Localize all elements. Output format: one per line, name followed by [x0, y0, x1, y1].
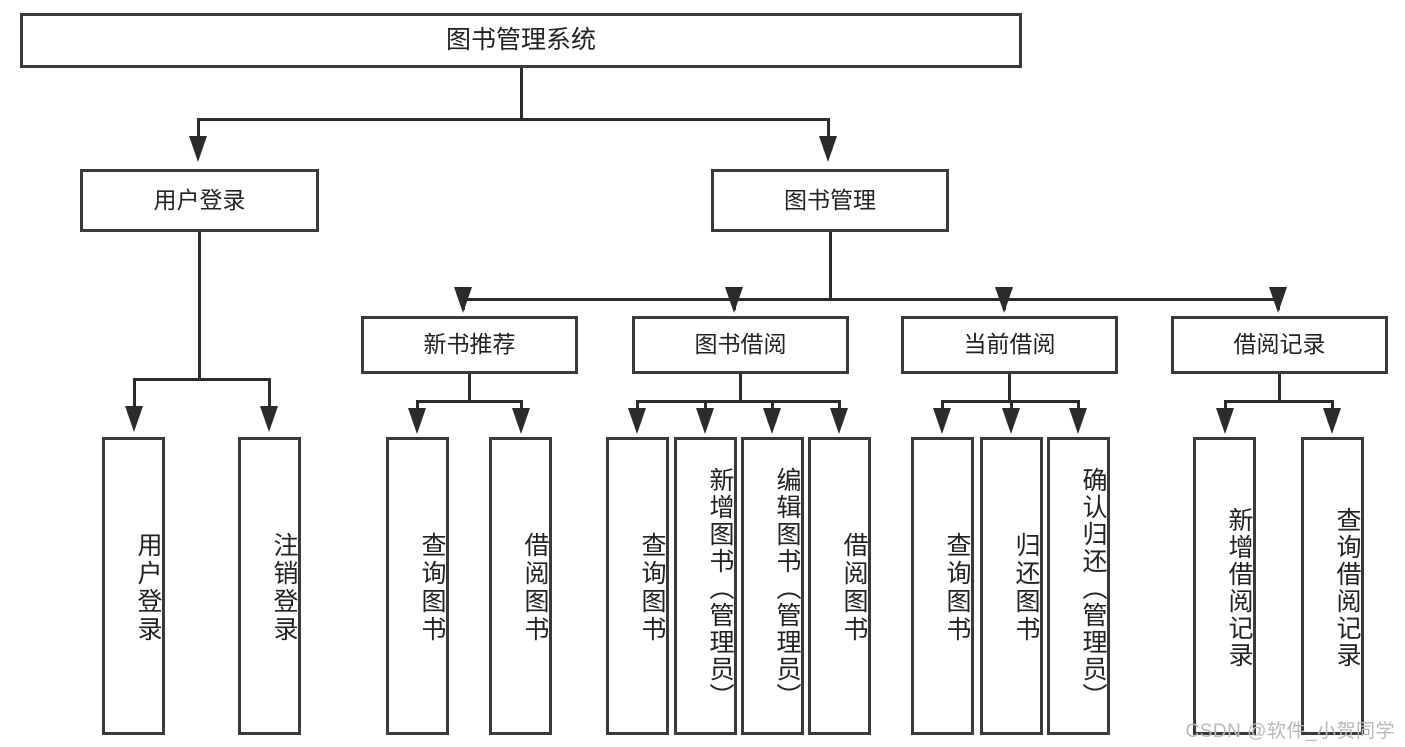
leaf-edit-book-admin[interactable]: 编辑图书（管理员） — [741, 437, 804, 735]
leaf-label: 用户登录 — [134, 532, 162, 644]
node-label: 图书借阅 — [694, 331, 787, 358]
connector-current-borrow-drop-3 — [1077, 400, 1080, 410]
leaf-label: 查询图书 — [638, 532, 666, 644]
node-current-borrow[interactable]: 当前借阅 — [901, 316, 1118, 374]
connector-user-login-drop-2 — [268, 378, 271, 406]
connector-book-manage-bus — [462, 298, 1280, 301]
leaf-add-borrow-record[interactable]: 新增借阅记录 — [1193, 437, 1256, 735]
leaf-confirm-return-admin[interactable]: 确认归还（管理员） — [1047, 437, 1110, 735]
leaf-add-book-admin[interactable]: 新增图书（管理员） — [674, 437, 737, 735]
arrowhead-current-borrow-leaf-1 — [933, 408, 951, 434]
leaf-label: 借阅图书 — [521, 532, 549, 644]
connector-root-bus — [197, 118, 830, 121]
node-book-borrow[interactable]: 图书借阅 — [632, 316, 849, 374]
connector-root-stem — [520, 68, 523, 120]
node-label: 图书管理系统 — [445, 25, 596, 54]
connector-borrow-record-stem — [1278, 374, 1281, 402]
leaf-query-book-recommend[interactable]: 查询图书 — [386, 437, 449, 735]
connector-book-borrow-drop-3 — [771, 400, 774, 410]
arrowhead-to-book-borrow — [725, 287, 743, 313]
connector-book-manage-stem — [829, 232, 832, 300]
arrowhead-borrow-record-leaf-2 — [1323, 408, 1341, 434]
node-label: 用户登录 — [153, 186, 246, 213]
leaf-label: 查询借阅记录 — [1333, 507, 1361, 669]
leaf-user-login[interactable]: 用户登录 — [102, 437, 165, 735]
connector-current-borrow-stem — [1008, 374, 1011, 402]
connector-current-borrow-drop-2 — [1010, 400, 1013, 410]
arrowhead-book-borrow-leaf-3 — [763, 408, 781, 434]
connector-book-borrow-bus — [636, 400, 841, 403]
arrowhead-new-book-leaf-2 — [512, 408, 530, 434]
connector-new-book-bus — [416, 400, 523, 403]
arrowhead-borrow-record-leaf-1 — [1216, 408, 1234, 434]
connector-book-borrow-stem — [739, 374, 742, 402]
leaf-query-book-current[interactable]: 查询图书 — [911, 437, 974, 735]
connector-new-book-drop-2 — [520, 400, 523, 410]
node-label: 新书推荐 — [423, 331, 516, 358]
leaf-label: 新增借阅记录 — [1225, 507, 1253, 669]
leaf-label: 查询图书 — [418, 532, 446, 644]
connector-root-drop-1 — [197, 118, 200, 138]
connector-borrow-record-bus — [1224, 400, 1334, 403]
leaf-label: 查询图书 — [943, 532, 971, 644]
connector-current-borrow-drop-1 — [941, 400, 944, 410]
arrowhead-user-login-leaf-1 — [125, 406, 143, 432]
leaf-borrow-book-recommend[interactable]: 借阅图书 — [489, 437, 552, 735]
arrowhead-to-book-manage — [819, 136, 837, 162]
connector-book-borrow-drop-2 — [704, 400, 707, 410]
leaf-label: 借阅图书 — [840, 532, 868, 644]
connector-borrow-record-drop-1 — [1224, 400, 1227, 410]
leaf-return-book[interactable]: 归还图书 — [980, 437, 1043, 735]
node-label: 借阅记录 — [1233, 331, 1326, 358]
node-root-system[interactable]: 图书管理系统 — [20, 13, 1022, 68]
leaf-label: 新增图书（管理员） — [706, 466, 734, 710]
leaf-borrow-book[interactable]: 借阅图书 — [808, 437, 871, 735]
leaf-query-book-borrow[interactable]: 查询图书 — [606, 437, 669, 735]
node-label: 当前借阅 — [963, 331, 1056, 358]
arrowhead-current-borrow-leaf-2 — [1002, 408, 1020, 434]
connector-user-login-drop-1 — [133, 378, 136, 406]
connector-book-borrow-drop-1 — [636, 400, 639, 410]
connector-user-login-stem — [198, 232, 201, 380]
arrowhead-book-borrow-leaf-4 — [830, 408, 848, 434]
leaf-label: 编辑图书（管理员） — [773, 466, 801, 710]
arrowhead-to-current-borrow — [995, 287, 1013, 313]
connector-new-book-stem — [468, 374, 471, 402]
leaf-query-borrow-record[interactable]: 查询借阅记录 — [1301, 437, 1364, 735]
node-book-management[interactable]: 图书管理 — [711, 169, 949, 232]
arrowhead-user-login-leaf-2 — [260, 406, 278, 432]
arrowhead-new-book-leaf-1 — [408, 408, 426, 434]
node-new-book-recommend[interactable]: 新书推荐 — [361, 316, 578, 374]
connector-root-drop-2 — [827, 118, 830, 138]
leaf-label: 确认归还（管理员） — [1079, 466, 1107, 710]
arrowhead-current-borrow-leaf-3 — [1069, 408, 1087, 434]
arrowhead-to-borrow-record — [1269, 287, 1287, 313]
node-user-login[interactable]: 用户登录 — [80, 169, 319, 232]
node-borrow-record[interactable]: 借阅记录 — [1171, 316, 1388, 374]
leaf-logout-login[interactable]: 注销登录 — [238, 437, 301, 735]
connector-user-login-bus — [133, 378, 271, 381]
arrowhead-to-user-login — [189, 136, 207, 162]
connector-new-book-drop-1 — [416, 400, 419, 410]
arrowhead-book-borrow-leaf-2 — [696, 408, 714, 434]
arrowhead-to-new-book — [454, 287, 472, 313]
arrowhead-book-borrow-leaf-1 — [628, 408, 646, 434]
connector-book-borrow-drop-4 — [838, 400, 841, 410]
connector-borrow-record-drop-2 — [1331, 400, 1334, 410]
leaf-label: 注销登录 — [270, 532, 298, 644]
csdn-watermark: CSDN @软件_小贺同学 — [1185, 721, 1395, 742]
node-label: 图书管理 — [784, 186, 876, 213]
leaf-label: 归还图书 — [1012, 532, 1040, 644]
